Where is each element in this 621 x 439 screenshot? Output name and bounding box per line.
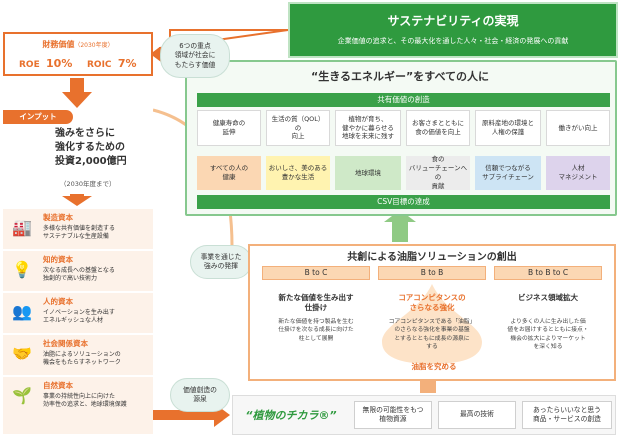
- plant-power-title: “植物のチカラ®”: [245, 409, 337, 422]
- investment-text: 強みをさらに 強化するための 投資2,000億円: [55, 128, 127, 167]
- bubble-six-areas: 6つの重点 領域が社会に もたらす価値: [160, 34, 230, 78]
- value-cell: お客さまとともに 食の価値を向上: [406, 110, 470, 146]
- cocreation-title: 共創による油脂ソリューションの創出: [347, 252, 517, 263]
- focus-area-cell: 人材 マネジメント: [546, 156, 610, 190]
- capital-name: 人的資本: [43, 297, 73, 306]
- capital-manufacturing: 🏭 製造資本 多様な共有価値を創造する サステナブルな生産設備: [3, 208, 153, 249]
- focus-area-cell: おいしさ、美のある 豊かな生活: [266, 156, 330, 190]
- capital-natural: 🌱 自然資本 事業の持続性向上に向けた 効率性の追求と、地球環境保護: [3, 376, 153, 434]
- capital-desc: 多様な共有価値を創造する サステナブルな生産設備: [43, 225, 116, 241]
- value-cell: 生活の質（QOL）の 向上: [266, 110, 330, 146]
- cocreate-col-desc: 新たな価値を持つ製品を生む 仕掛けを次なる成長に向けた 柱として展開: [278, 319, 354, 342]
- capital-social: 🤝 社会関係資本 油脂によるソリューションの 機会をもたらすネットワーク: [3, 334, 153, 375]
- shared-value-bar: 共有価値の創造: [197, 93, 610, 107]
- arrow-down-capitals: [62, 190, 92, 206]
- arrowhead-financial: [152, 47, 162, 61]
- leaf-hand-icon: 🌱: [12, 386, 32, 405]
- focus-area-cell: 信頼でつながる サプライチェーン: [475, 156, 541, 190]
- oil-mastery-label: 油脂を究める: [411, 362, 457, 371]
- capital-human: 👥 人的資本 イノベーションを生み出す エネルギッシュな人材: [3, 292, 153, 333]
- financial-title: 財務価値: [42, 40, 75, 49]
- focus-area-cell: 地球環境: [335, 156, 401, 190]
- capital-name: 製造資本: [43, 213, 73, 222]
- arrow-up-energy: [384, 210, 416, 242]
- focus-area-cell: すべての人の 健康: [197, 156, 261, 190]
- factory-icon: 🏭: [12, 218, 32, 237]
- energy-title: “生きるエネルギー”をすべての人に: [310, 70, 490, 83]
- capital-name: 社会関係資本: [43, 339, 88, 348]
- input-panel: [3, 110, 153, 194]
- capital-intellectual: 💡 知的資本 次なる成長への基盤となる 独創的で高い技術力: [3, 250, 153, 291]
- csv-bar: CSV目標の達成: [197, 195, 610, 209]
- value-cell: 働きがい向上: [546, 110, 610, 146]
- value-cell: 健康寿命の 延伸: [197, 110, 261, 146]
- capital-name: 知的資本: [43, 255, 73, 264]
- lightbulb-icon: 💡: [12, 260, 32, 279]
- roe: ROE 10%: [19, 57, 72, 70]
- plant-box: 無限の可能性をもつ 植物資源: [354, 401, 432, 429]
- roe-label: ROE: [19, 60, 40, 70]
- capital-desc: 油脂によるソリューションの 機会をもたらすネットワーク: [43, 351, 121, 367]
- investment-sub: （2030年度まで）: [60, 180, 116, 188]
- people-icon: 👥: [12, 302, 32, 321]
- bubble-source: 価値創造の 源泉: [170, 378, 230, 412]
- capital-desc: イノベーションを生み出す エネルギッシュな人材: [43, 309, 115, 325]
- roic-label: ROIC: [87, 60, 112, 70]
- sustainability-subtitle: 企業価値の追求と、その最大化を通した人々・社会・経済の発展への貢献: [337, 37, 569, 45]
- capital-desc: 次なる成長への基盤となる 独創的で高い技術力: [43, 267, 115, 283]
- roic-value: 7%: [117, 57, 137, 70]
- arrow-down-input: [62, 78, 92, 108]
- financial-year: （2030年度）: [74, 42, 114, 49]
- cocreate-col-desc: より多くの人に生み出した価 値をお届けするとともに接点・ 機会の拡大によりマーケ…: [507, 319, 589, 351]
- cocreate-col-title: コアコンピタンスの さらなる強化: [398, 293, 466, 313]
- bubble-business: 事業を通じた 強みの発揮: [190, 245, 252, 279]
- roe-value: 10%: [46, 57, 73, 70]
- bto-label: B to B: [378, 266, 486, 280]
- bto-label: B to C: [262, 266, 370, 280]
- roic: ROIC 7%: [87, 57, 137, 70]
- sustainability-title: サステナビリティの実現: [387, 14, 519, 28]
- oil-drop-shape: [382, 284, 482, 364]
- cocreate-col-title: ビジネス領域拡大: [518, 293, 578, 302]
- value-cell: 原料産地の環境と 人権の保護: [475, 110, 541, 146]
- financial-value-box: 財務価値（2030年度） ROE 10% ROIC 7%: [3, 32, 153, 76]
- arrow-to-bottom: [153, 403, 230, 427]
- plant-box: 最高の技術: [438, 401, 516, 429]
- financial-title-line: 財務価値（2030年度）: [5, 39, 151, 50]
- handshake-icon: 🤝: [12, 344, 32, 363]
- capital-name: 自然資本: [43, 381, 73, 390]
- input-tag: インプット: [3, 110, 73, 124]
- focus-area-cell: 食の バリューチェーンへの 貢献: [406, 155, 470, 190]
- bto-label: B to B to C: [494, 266, 602, 280]
- capital-desc: 事業の持続性向上に向けた 効率性の追求と、地球環境保護: [43, 393, 127, 409]
- cocreate-col-desc: コアコンピタンスである「油脂」 のさらなる強化を事業の基盤 とするとともに成長の…: [388, 319, 476, 351]
- value-cell: 植物が育ち、 健やかに暮らせる 地球を未来に残す: [335, 110, 401, 146]
- cocreate-col-title: 新たな価値を生み出す 仕掛け: [278, 293, 354, 313]
- sustainability-header: サステナビリティの実現 企業価値の追求と、その最大化を通した人々・社会・経済の発…: [288, 2, 618, 58]
- plant-box: あったらいいなと思う 商品・サービスの創造: [522, 401, 612, 429]
